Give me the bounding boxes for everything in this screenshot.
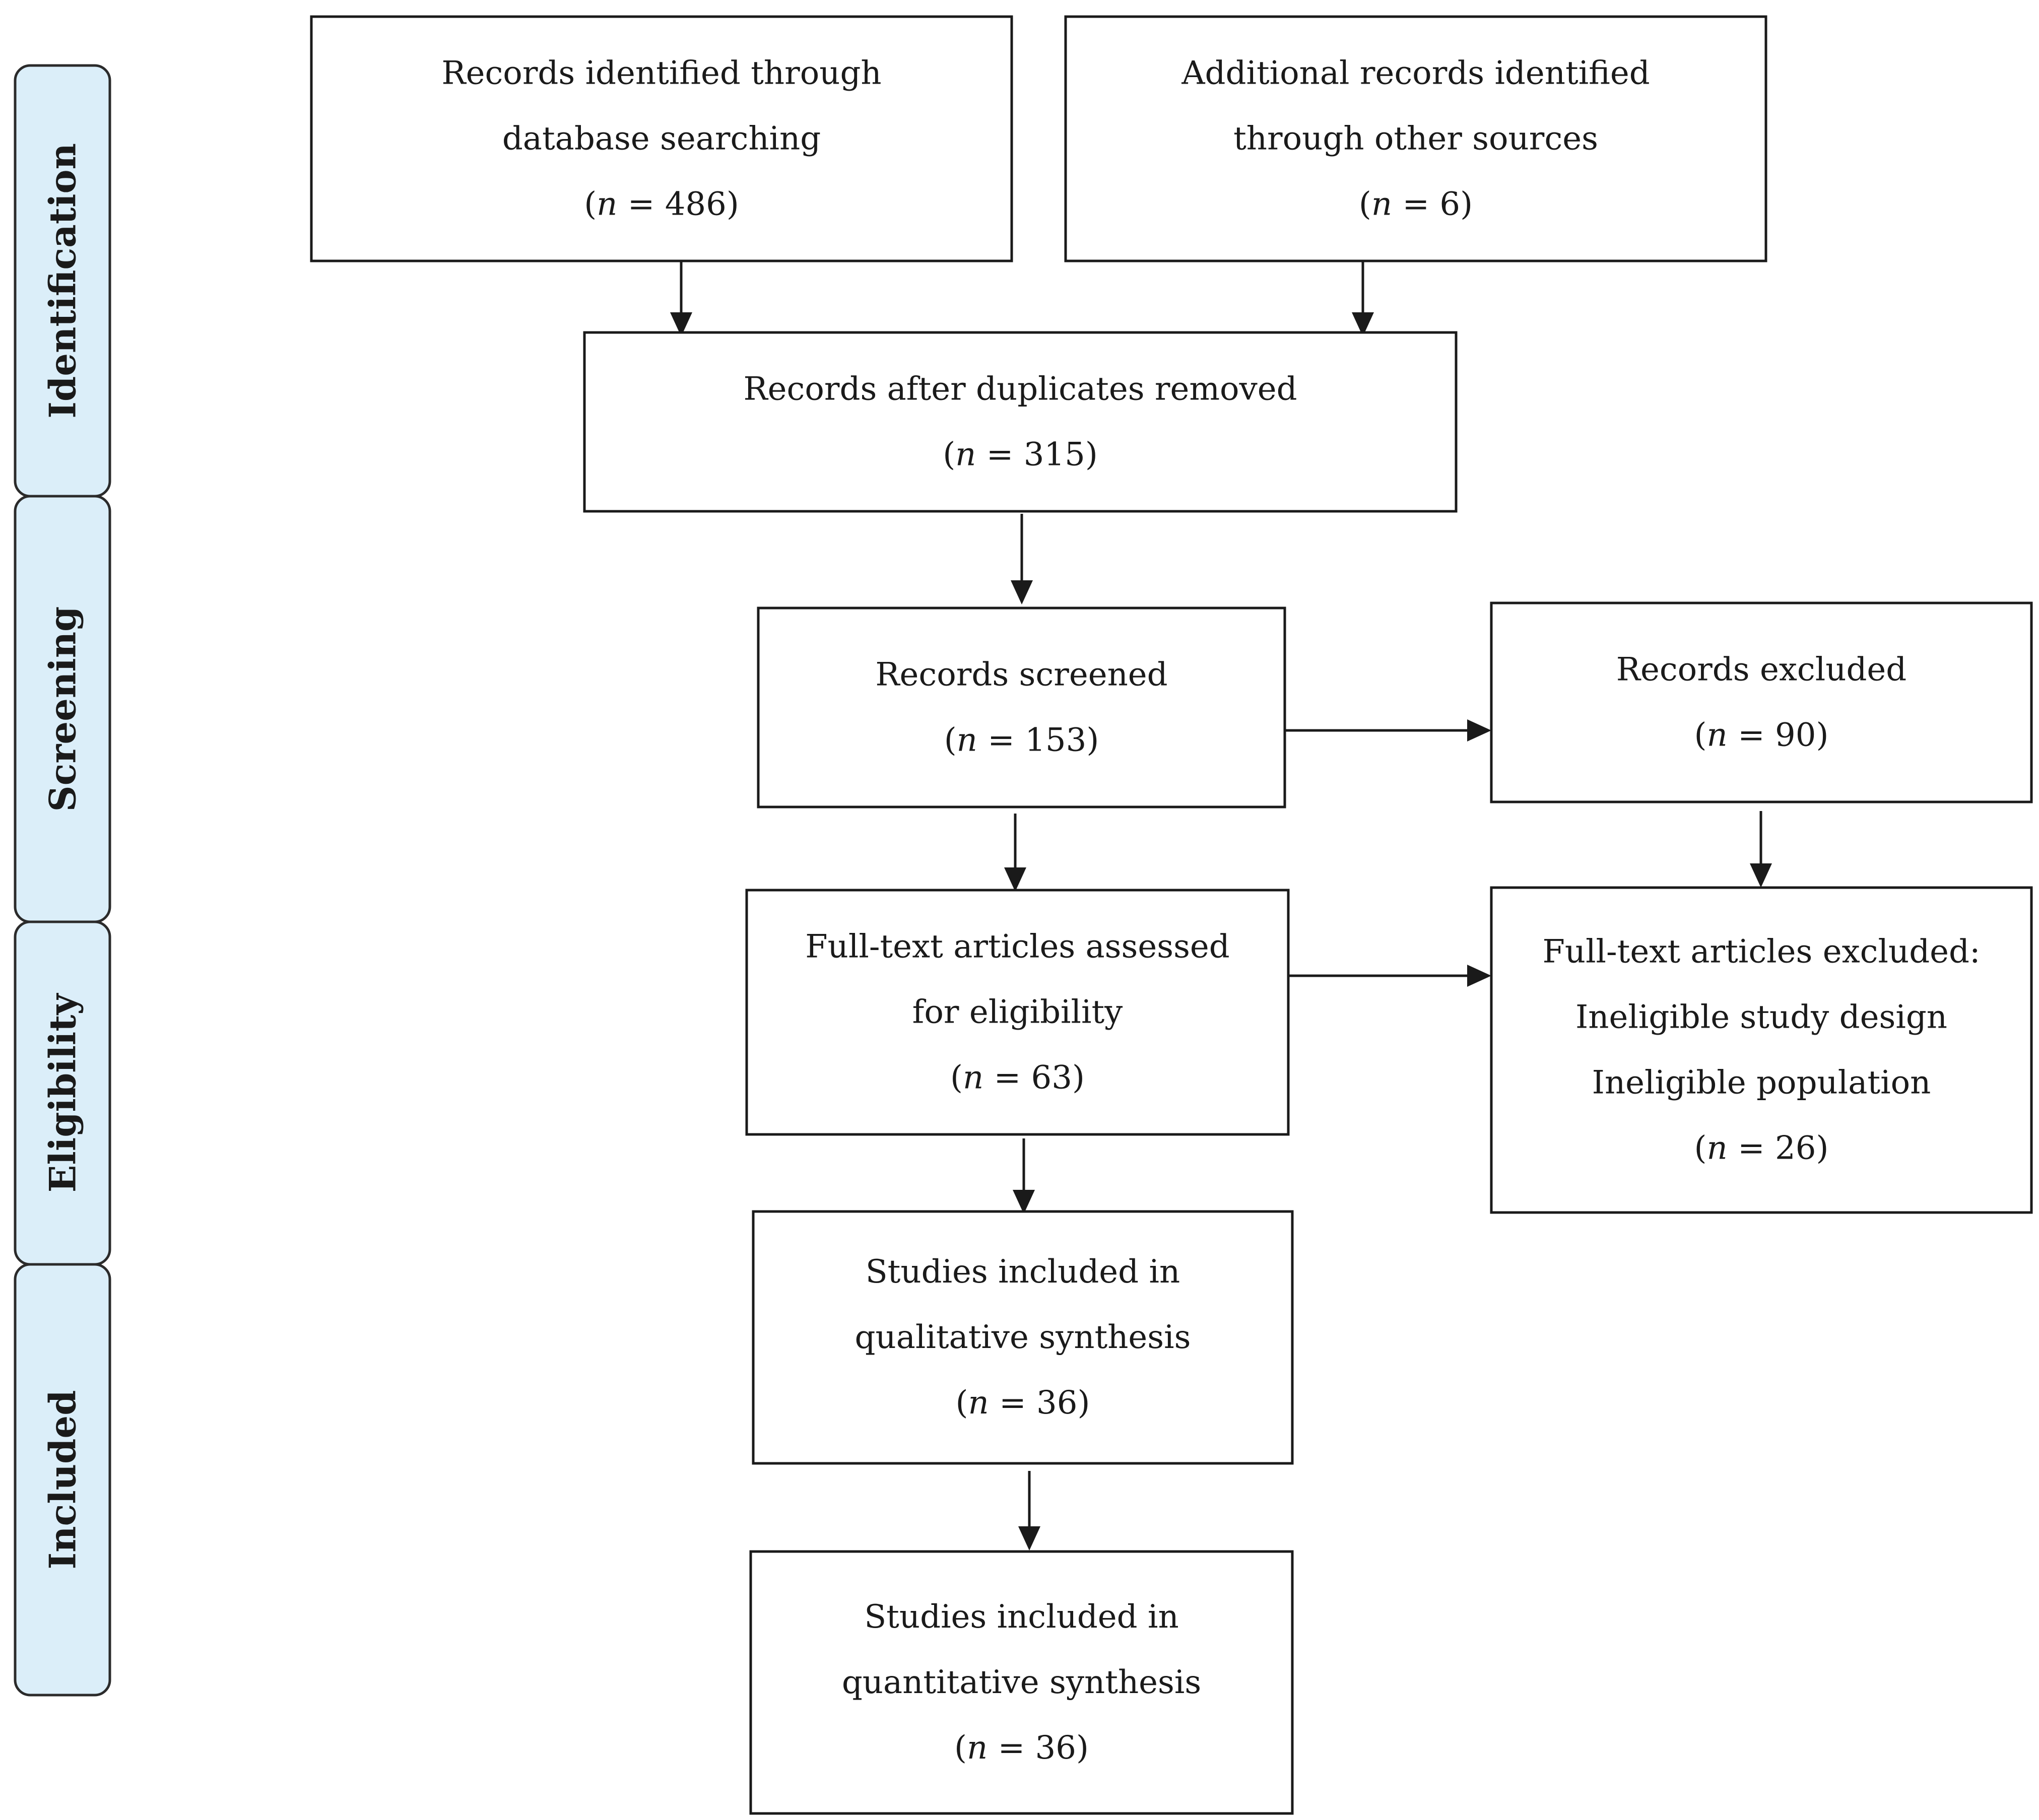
node-qualitative-count: (n = 36) <box>956 1384 1090 1422</box>
node-fulltext-excluded-line-3: Ineligible population <box>1592 1064 1931 1102</box>
node-other-records-line-1: Additional records identified <box>1181 55 1650 92</box>
node-quantitative-line-2: quantitative synthesis <box>842 1664 1201 1701</box>
node-fulltext-assessed-count: (n = 63) <box>950 1059 1085 1097</box>
phase-eligibility-label: Eligibility <box>41 992 84 1192</box>
node-fulltext-assessed-line-2: for eligibility <box>912 994 1123 1031</box>
node-fulltext-excluded-box <box>1490 886 2033 1214</box>
node-database-records: Records identified through database searc… <box>310 15 1013 262</box>
node-screened-count: (n = 153) <box>944 722 1099 759</box>
node-database-records-count: (n = 486) <box>584 186 739 223</box>
node-other-records-box <box>1064 15 1767 262</box>
node-other-records: Additional records identified through oth… <box>1064 15 1767 262</box>
phase-sidebar: IdentificationScreeningEligibilityInclud… <box>14 64 111 1697</box>
node-excluded-box <box>1490 601 2033 803</box>
node-fulltext-excluded-line-2: Ineligible study design <box>1575 999 1947 1036</box>
node-database-records-line-1: Records identified through <box>441 55 881 92</box>
arrow-excluded-to-fulltext-excluded <box>1750 811 1772 888</box>
node-excluded-line-1: Records excluded <box>1616 651 1907 689</box>
node-after-duplicates-line-1: Records after duplicates removed <box>743 371 1297 408</box>
node-fulltext-excluded-count: (n = 26) <box>1694 1130 1829 1167</box>
connector-arrows <box>670 261 1772 1551</box>
phase-included-label: Included <box>41 1390 84 1569</box>
node-after-duplicates-count: (n = 315) <box>943 436 1098 474</box>
phase-eligibility: Eligibility <box>14 920 111 1266</box>
node-fulltext-assessed-box <box>745 889 1290 1136</box>
arrow-fulltext-to-qualitative <box>1013 1138 1035 1214</box>
node-quantitative-box <box>749 1550 1294 1815</box>
arrow-screened-to-excluded <box>1285 719 1491 742</box>
node-fulltext-assessed-line-1: Full-text articles assessed <box>805 928 1230 966</box>
node-screened-box <box>757 606 1286 808</box>
arrow-duplicates-to-screened <box>1011 514 1033 604</box>
phase-identification-label: Identification <box>41 143 84 419</box>
node-qualitative-line-2: qualitative synthesis <box>855 1319 1191 1356</box>
node-fulltext-assessed: Full-text articles assessed for eligibili… <box>745 889 1290 1136</box>
node-qualitative-line-1: Studies included in <box>866 1253 1180 1291</box>
node-quantitative: Studies included in quantitative synthesi… <box>749 1550 1294 1815</box>
node-excluded: Records excluded (n = 90) <box>1490 601 2033 803</box>
arrow-screened-to-fulltext <box>1004 814 1026 892</box>
node-other-records-count: (n = 6) <box>1359 186 1473 223</box>
node-database-records-box <box>310 15 1013 262</box>
arrow-other-to-duplicates <box>1352 261 1374 336</box>
arrow-database-to-duplicates <box>670 261 692 336</box>
node-fulltext-excluded-line-1: Full-text articles excluded: <box>1542 933 1980 971</box>
node-database-records-line-2: database searching <box>502 120 821 158</box>
arrow-qualitative-to-quantitative <box>1018 1471 1040 1551</box>
flow-nodes: Records identified through database searc… <box>310 15 2033 1815</box>
phase-included: Included <box>14 1263 111 1697</box>
phase-identification: Identification <box>14 64 111 498</box>
node-screened-line-1: Records screened <box>875 656 1167 694</box>
node-excluded-count: (n = 90) <box>1694 717 1829 754</box>
phase-included-box <box>14 1263 111 1697</box>
node-qualitative-box <box>752 1210 1294 1465</box>
arrow-fulltext-to-fulltext-excluded <box>1288 965 1491 987</box>
node-quantitative-count: (n = 36) <box>954 1729 1089 1767</box>
node-screened: Records screened (n = 153) <box>757 606 1286 808</box>
node-other-records-line-2: through other sources <box>1233 120 1598 158</box>
node-quantitative-line-1: Studies included in <box>864 1598 1178 1636</box>
node-after-duplicates: Records after duplicates removed (n = 315… <box>583 331 1458 513</box>
phase-screening-label: Screening <box>41 606 84 812</box>
phase-screening: Screening <box>14 495 111 923</box>
node-fulltext-excluded: Full-text articles excluded: Ineligible s… <box>1490 886 2033 1214</box>
node-after-duplicates-box <box>583 331 1458 513</box>
node-qualitative: Studies included in qualitative synthesis… <box>752 1210 1294 1465</box>
